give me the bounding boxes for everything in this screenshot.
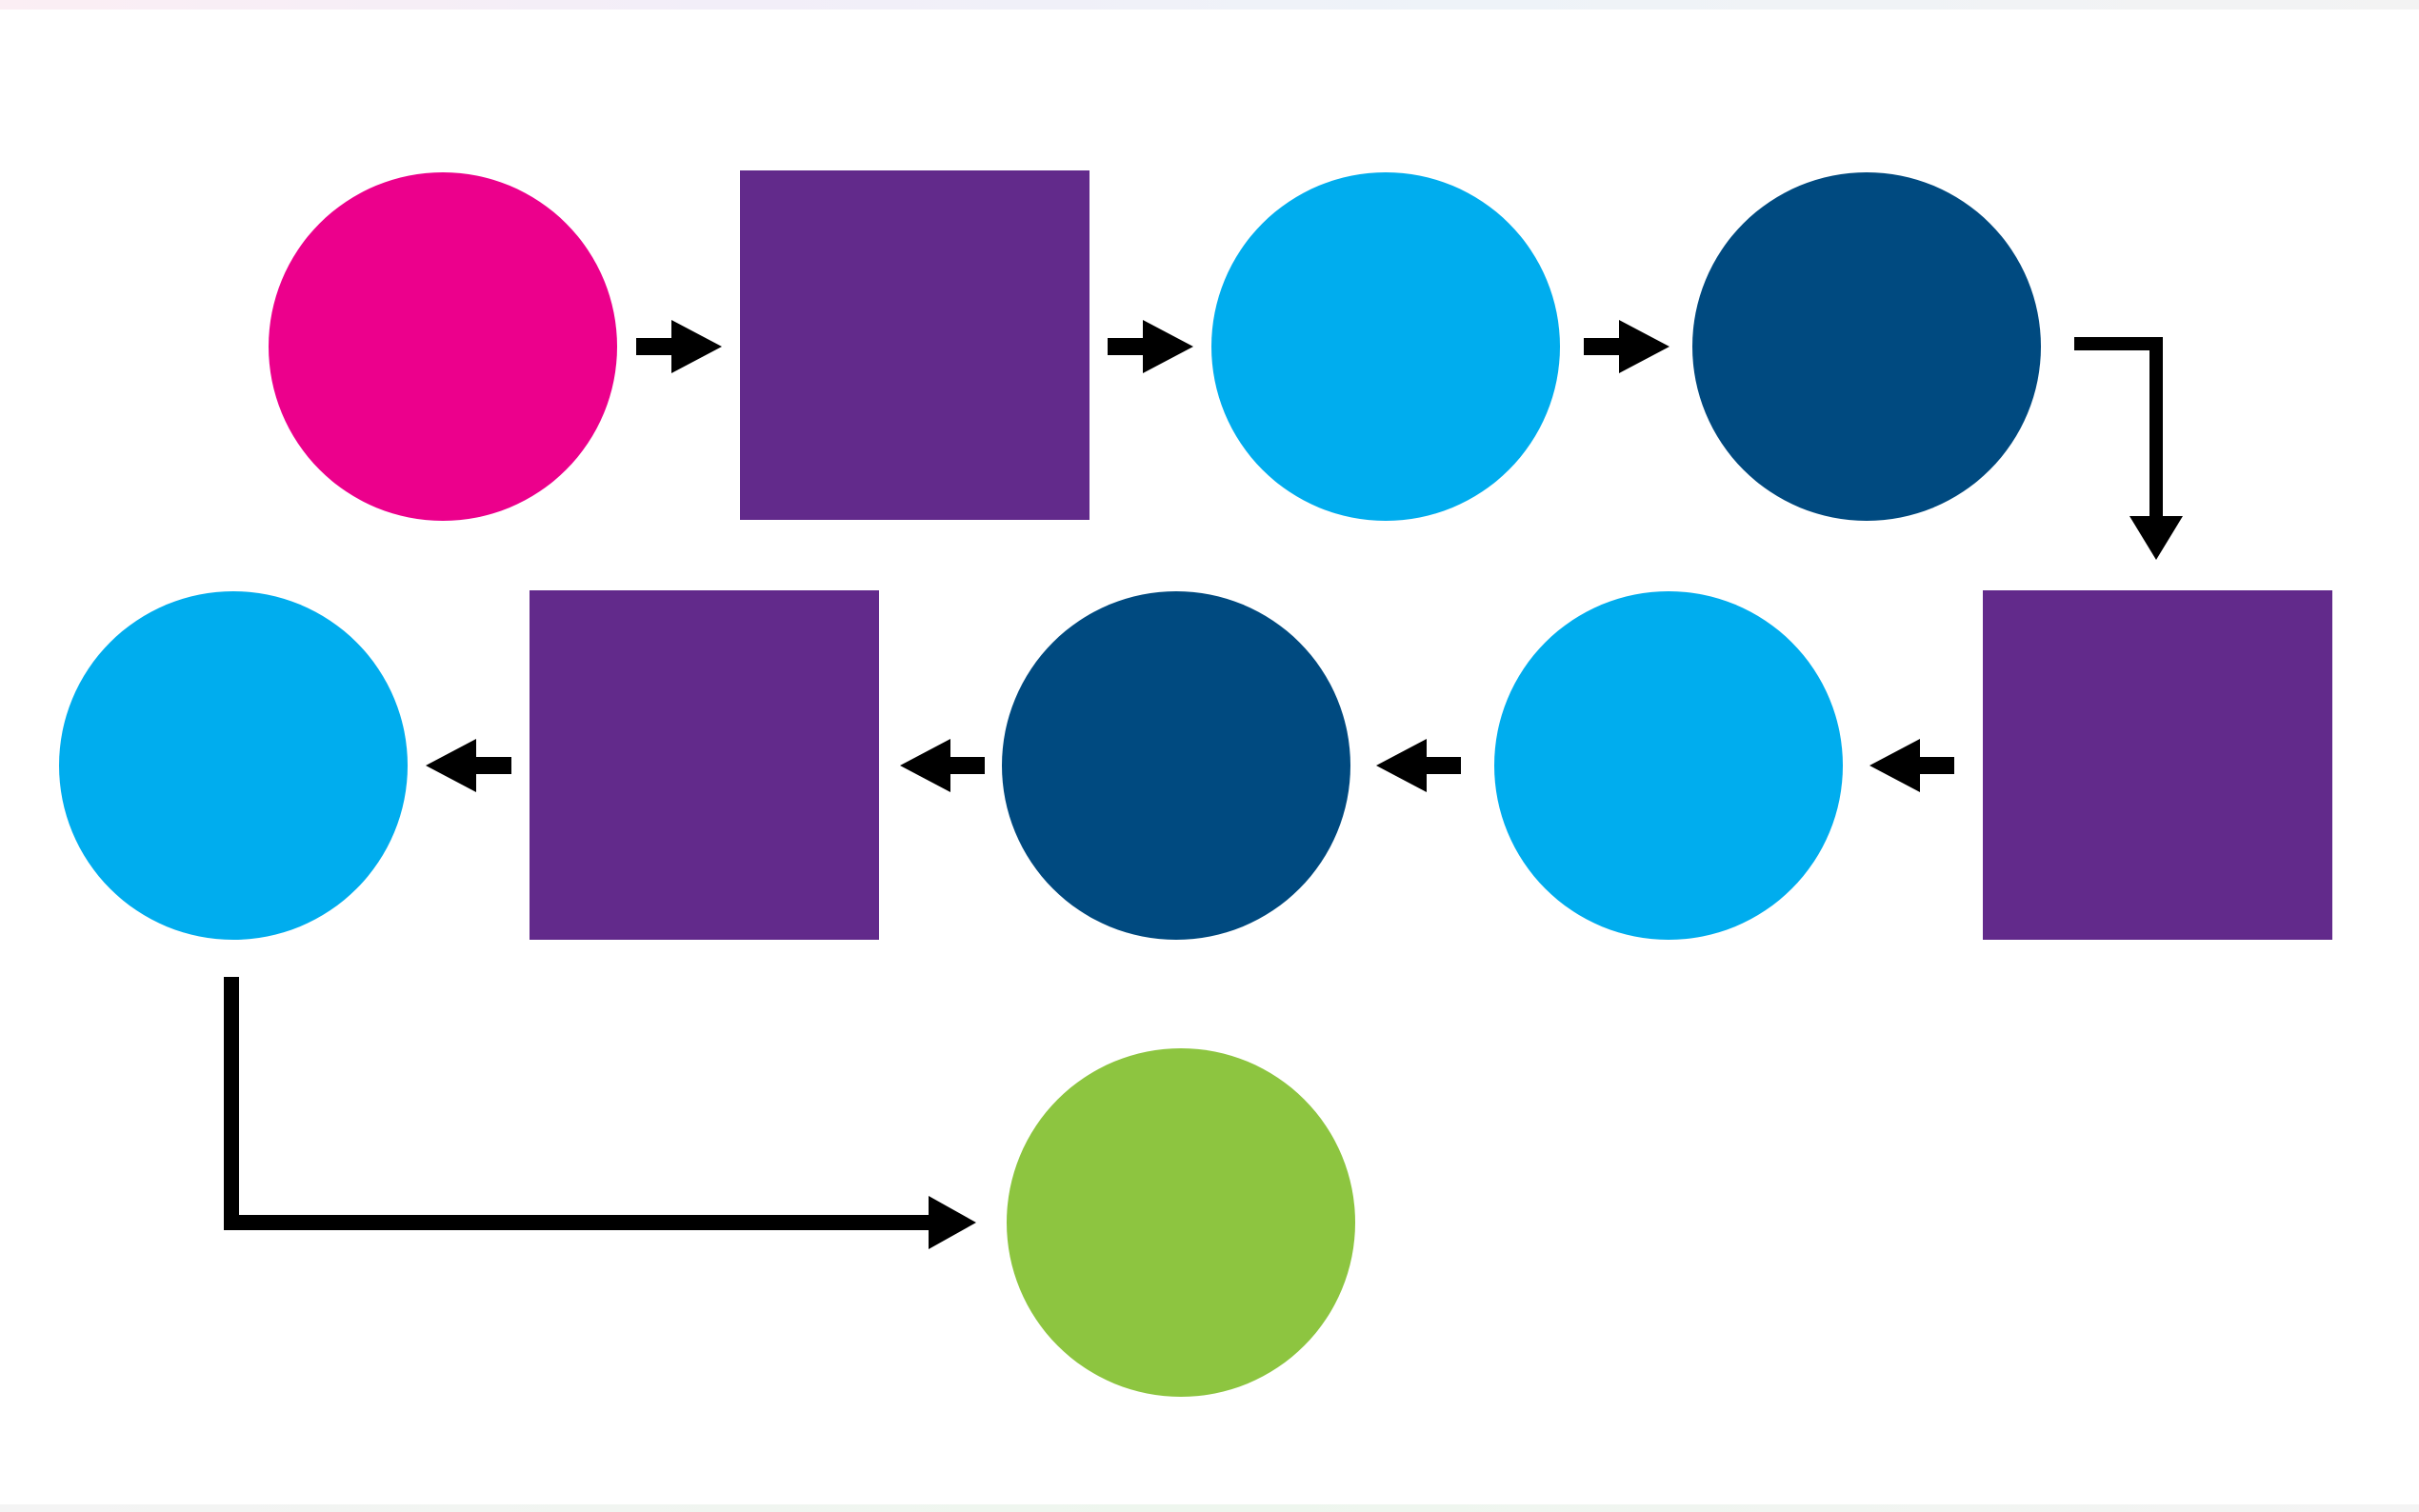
arrow-left-icon	[1869, 739, 1954, 792]
arrow-right-icon	[1584, 320, 1669, 373]
node-4-navy-circle	[1692, 172, 2041, 521]
elbow-arrow-down-icon	[2074, 337, 2183, 560]
node-1-magenta-circle	[269, 172, 617, 521]
bottom-edge-strip	[0, 1504, 2419, 1512]
node-7-navy-circle	[1002, 591, 1350, 940]
top-edge-strip	[0, 0, 2419, 10]
node-8-purple-square	[530, 590, 879, 940]
arrow-right-icon	[1108, 320, 1193, 373]
node-3-light-blue-circle	[1211, 172, 1560, 521]
node-6-light-blue-circle	[1494, 591, 1843, 940]
arrow-left-icon	[1376, 739, 1461, 792]
arrow-right-icon	[636, 320, 722, 373]
arrow-left-icon	[900, 739, 985, 792]
node-2-purple-square	[740, 170, 1090, 520]
node-5-purple-square	[1983, 590, 2332, 940]
node-9-light-blue-circle	[59, 591, 408, 940]
arrow-left-icon	[426, 739, 511, 792]
node-10-green-circle	[1007, 1048, 1355, 1397]
elbow-arrow-right-icon	[224, 977, 976, 1249]
